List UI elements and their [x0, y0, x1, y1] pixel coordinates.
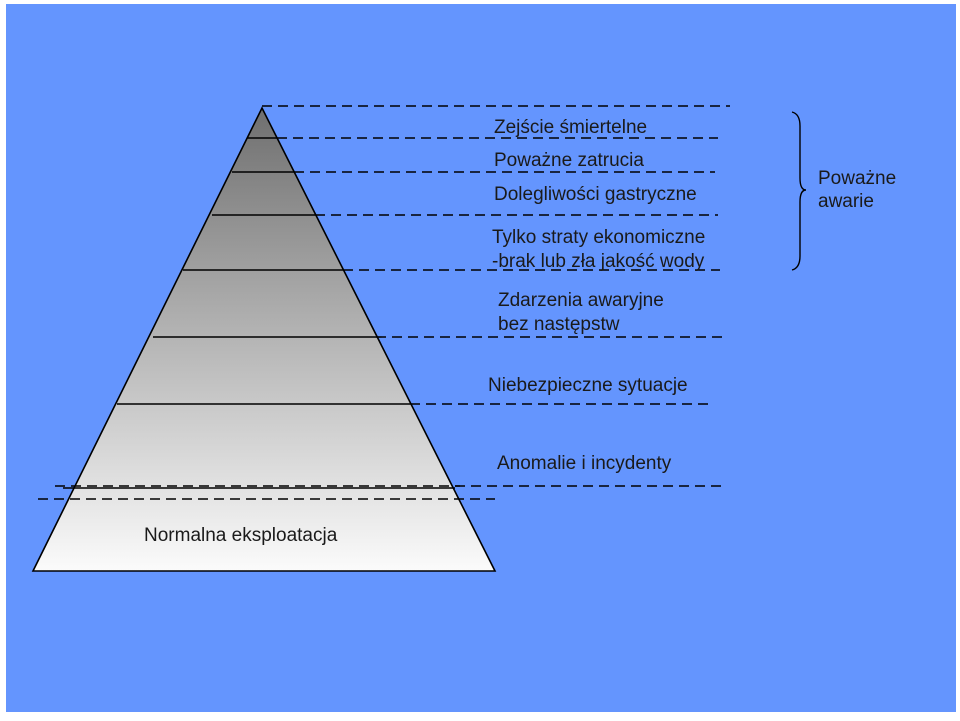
bracket-label-line1: Poważne — [818, 168, 897, 189]
label-emergency-line1: Zdarzenia awaryjne — [498, 290, 664, 311]
label-economic-line1: Tylko straty ekonomiczne — [492, 227, 706, 248]
label-anomalies: Anomalie i incydenty — [497, 453, 672, 474]
label-normal: Normalna eksploatacja — [144, 525, 338, 546]
label-emergency-line2: bez następstw — [498, 314, 620, 335]
label-economic-line2: -brak lub zła jakość wody — [492, 251, 705, 272]
label-gastro: Dolegliwości gastryczne — [494, 184, 697, 205]
bracket-label-line2: awarie — [818, 191, 874, 212]
dashed-guides — [38, 105, 730, 500]
label-poisoning: Poważne zatrucia — [494, 150, 644, 171]
right-brace-icon — [791, 111, 807, 271]
level-dividers — [63, 137, 455, 489]
label-dangerous: Niebezpieczne sytuacje — [488, 375, 688, 396]
pyramid-shape — [31, 106, 497, 572]
label-death: Zejście śmiertelne — [494, 117, 648, 138]
